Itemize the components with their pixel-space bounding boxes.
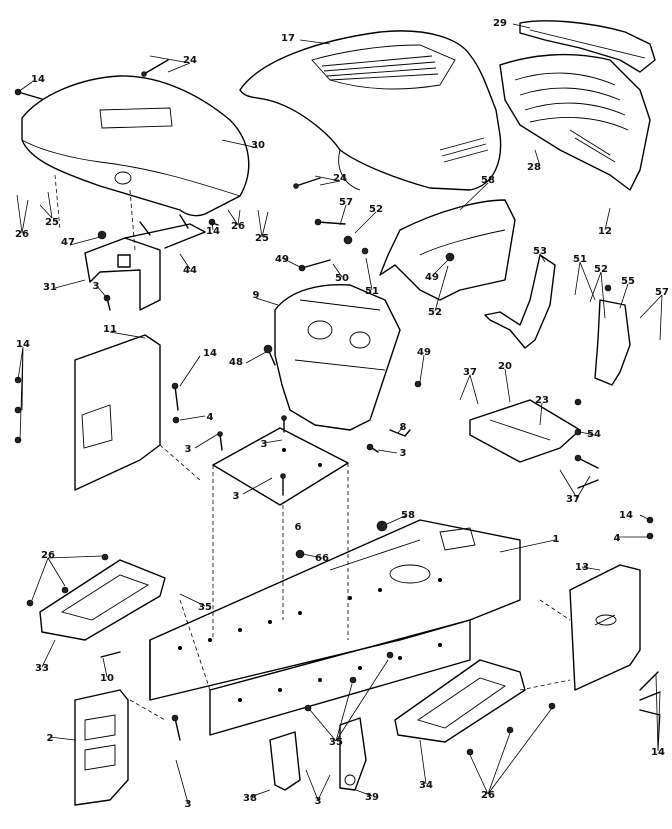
callout-l29: 29 <box>493 18 507 29</box>
callout-l14c: 14 <box>16 339 30 350</box>
callout-l13: 13 <box>575 562 589 573</box>
callout-l30: 30 <box>251 140 265 151</box>
callout-l3d: 3 <box>400 448 407 459</box>
callout-l11: 11 <box>103 324 117 335</box>
callout-l24b: 24 <box>333 173 347 184</box>
callout-l49c: 49 <box>417 347 431 358</box>
callout-l8: 8 <box>400 422 407 433</box>
callout-l4b: 4 <box>614 533 621 544</box>
callout-l28: 28 <box>527 162 541 173</box>
callout-l47: 47 <box>61 237 75 248</box>
callout-l1: 1 <box>553 534 560 545</box>
bumper <box>519 20 656 73</box>
callout-l35a: 35 <box>198 602 212 613</box>
callout-l14a: 14 <box>31 74 45 85</box>
callout-l48: 48 <box>229 357 243 368</box>
callout-l37b: 37 <box>566 494 580 505</box>
callout-l14d: 14 <box>203 348 217 359</box>
callout-l25a: 25 <box>45 217 59 228</box>
callout-l10: 10 <box>100 673 114 684</box>
callout-l14e: 14 <box>619 510 633 521</box>
callout-l26a: 26 <box>15 229 29 240</box>
callout-l58a: 58 <box>481 175 495 186</box>
grille <box>499 53 651 191</box>
callout-l3c: 3 <box>261 439 268 450</box>
callout-l53: 53 <box>533 246 547 257</box>
mount-plate <box>469 399 581 463</box>
callout-l12: 12 <box>598 226 612 237</box>
callout-l4a: 4 <box>207 412 214 423</box>
callout-l57b: 57 <box>655 287 669 298</box>
left-side-panel <box>74 334 161 491</box>
leader-lines <box>16 23 663 804</box>
callout-l58b: 58 <box>401 510 415 521</box>
callout-l3f: 3 <box>315 796 322 807</box>
callout-l6: 6 <box>295 522 302 533</box>
callout-l3a: 3 <box>93 281 100 292</box>
assembly-lines <box>54 174 571 721</box>
dash-panel <box>21 75 250 217</box>
callout-l52a: 52 <box>369 204 383 215</box>
callout-l20: 20 <box>498 361 512 372</box>
right-brackets <box>484 254 631 386</box>
callout-l54: 54 <box>587 429 601 440</box>
callout-l17: 17 <box>281 33 295 44</box>
callout-l3e: 3 <box>233 491 240 502</box>
bracket-38 <box>269 731 301 791</box>
callout-l14b: 14 <box>206 226 220 237</box>
callout-l66: 66 <box>315 553 329 564</box>
callout-l23: 23 <box>535 395 549 406</box>
dash-bracket <box>84 214 206 311</box>
right-side-panel <box>569 564 641 691</box>
callout-l51a: 51 <box>365 286 379 297</box>
bracket-39 <box>339 717 367 791</box>
left-footrest <box>39 559 166 641</box>
callout-l50: 50 <box>335 273 349 284</box>
callout-l24a: 24 <box>183 55 197 66</box>
callout-l25b: 25 <box>255 233 269 244</box>
callout-l14f: 14 <box>651 747 665 758</box>
callout-l37a: 37 <box>463 367 477 378</box>
callout-l26d: 26 <box>481 790 495 801</box>
rear-plate <box>74 689 129 806</box>
callout-l35b: 35 <box>329 737 343 748</box>
frame <box>149 519 521 736</box>
callout-l3b: 3 <box>185 444 192 455</box>
callout-l51b: 51 <box>573 254 587 265</box>
callout-l9: 9 <box>253 290 260 301</box>
callout-labels: 1424172930282425264726251458575212314449… <box>15 18 669 810</box>
callout-l52b: 52 <box>428 307 442 318</box>
callout-l55: 55 <box>621 276 635 287</box>
callout-l31: 31 <box>43 282 57 293</box>
callout-l52c: 52 <box>594 264 608 275</box>
callout-l33: 33 <box>35 663 49 674</box>
callout-l38: 38 <box>243 793 257 804</box>
callout-l57a: 57 <box>339 197 353 208</box>
callout-l26c: 26 <box>41 550 55 561</box>
callout-l39: 39 <box>365 792 379 803</box>
callout-l49a: 49 <box>275 254 289 265</box>
callout-l2: 2 <box>47 733 54 744</box>
callout-l49b: 49 <box>425 272 439 283</box>
callout-l3g: 3 <box>185 799 192 810</box>
callout-l34: 34 <box>419 780 433 791</box>
callout-l44: 44 <box>183 265 197 276</box>
hardware <box>14 59 661 756</box>
hood <box>239 30 502 191</box>
right-footrest <box>394 659 526 743</box>
callout-l26b: 26 <box>231 221 245 232</box>
steering-support <box>274 283 401 431</box>
engine-shroud <box>379 199 516 301</box>
